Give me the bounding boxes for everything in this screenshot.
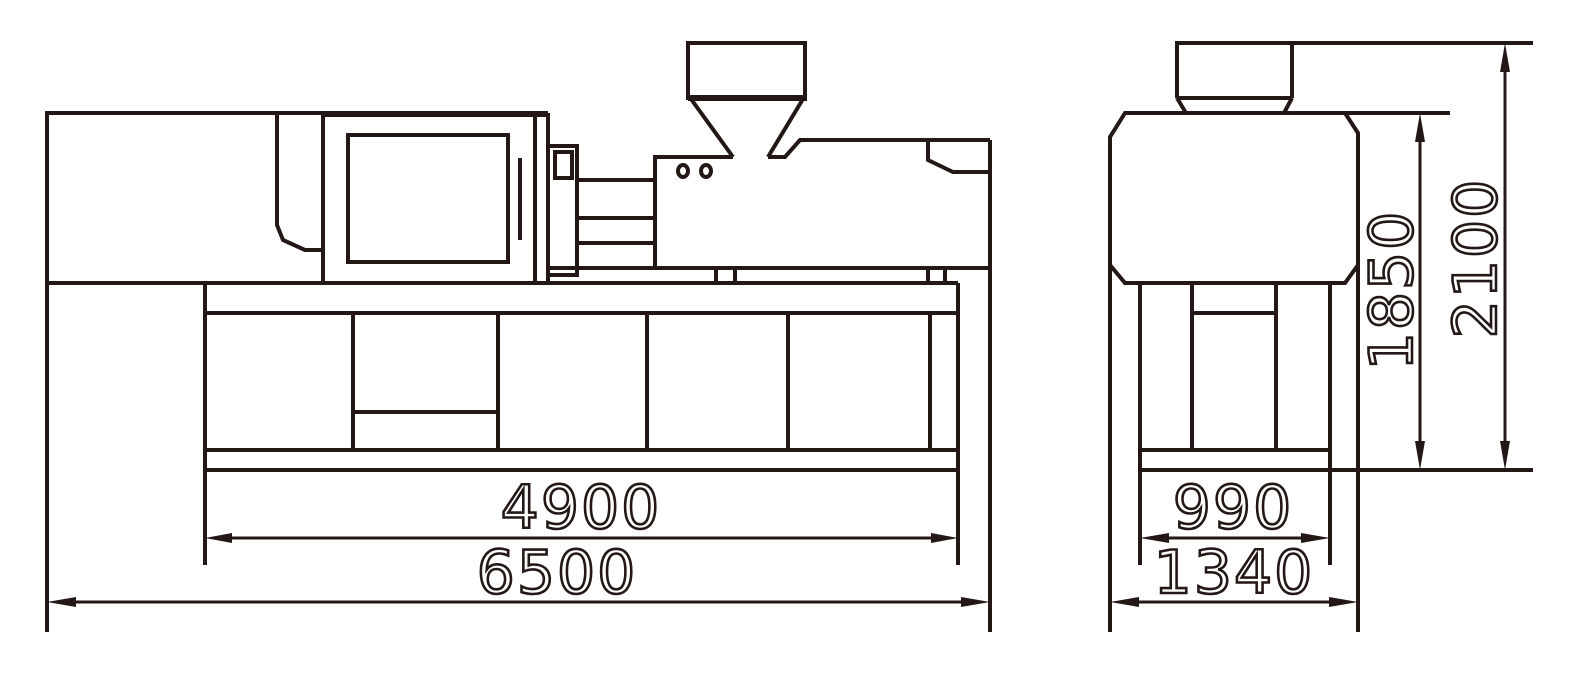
dimension-label-6500: 6500: [477, 538, 638, 608]
hopper: [686, 41, 807, 159]
dimension-base-width: 990: [1140, 472, 1330, 544]
clamping-unit: [45, 111, 655, 632]
end-hopper: [1175, 41, 1533, 115]
end-body: [1108, 111, 1533, 632]
injection-unit: [653, 41, 990, 283]
safety-door-window: [346, 133, 510, 264]
dimension-overall-length: 6500: [47, 537, 990, 609]
dimension-label-2100: 2100: [1441, 178, 1511, 339]
dimension-label-990: 990: [1173, 473, 1294, 543]
dimension-body-height: 1850: [1356, 113, 1428, 470]
dimension-label-1340: 1340: [1154, 538, 1315, 608]
dimension-base-length: 4900: [205, 472, 958, 544]
dimension-label-4900: 4900: [501, 473, 662, 543]
dimension-label-1850: 1850: [1357, 210, 1427, 371]
end-view: 1850 2100 990 1340: [1108, 41, 1533, 632]
dimension-overall-height: 2100: [1440, 43, 1512, 470]
dimension-overall-width: 1340: [1110, 537, 1358, 609]
machine-base: [47, 281, 960, 565]
side-view: 4900 6500: [45, 41, 992, 632]
fixed-platen: [546, 144, 579, 277]
